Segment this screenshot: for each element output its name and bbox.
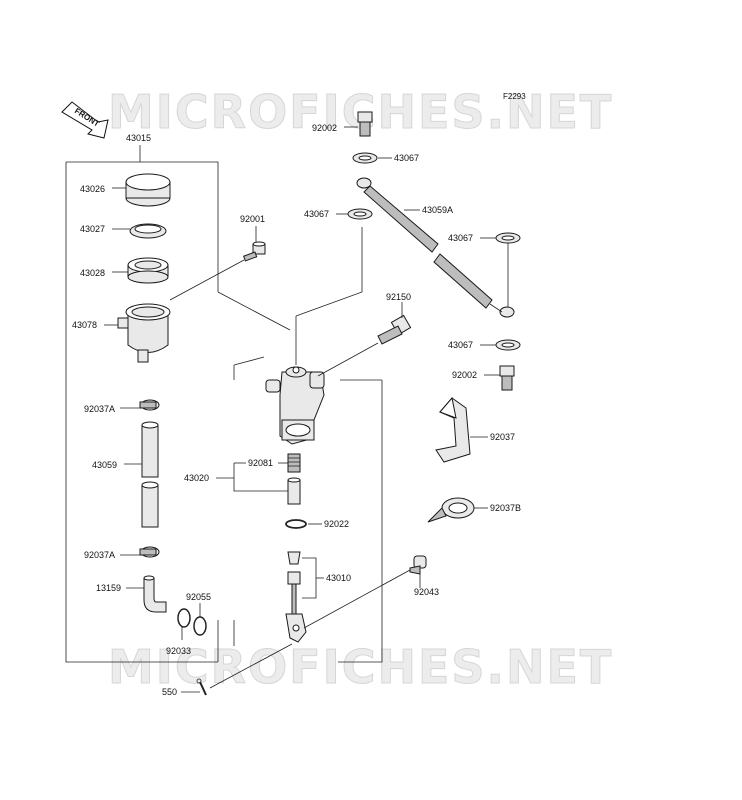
part-92081-spring xyxy=(287,453,301,473)
label-43078: 43078 xyxy=(72,320,97,330)
label-43059a: 43059A xyxy=(422,205,453,215)
watermark-bottom: MICROFICHES.NET xyxy=(108,640,613,694)
label-92002-top: 92002 xyxy=(312,123,337,133)
part-13159-elbow xyxy=(143,575,167,613)
label-92043: 92043 xyxy=(414,587,439,597)
part-92037b-clamp xyxy=(427,497,475,523)
part-92043-pin xyxy=(409,555,427,575)
part-92037-clamp-bracket xyxy=(435,396,471,463)
part-43067-washer-3 xyxy=(495,232,521,244)
part-92002-banjo-bolt-top xyxy=(357,111,373,137)
label-43067-3: 43067 xyxy=(448,233,473,243)
label-92037a-top: 92037A xyxy=(84,404,115,414)
label-92150: 92150 xyxy=(386,292,411,302)
part-92037a-clamp-top xyxy=(139,399,160,411)
label-43059: 43059 xyxy=(92,460,117,470)
part-43059a-brake-hose xyxy=(356,177,515,318)
part-92033-circlip xyxy=(177,608,191,628)
part-550-cotter-pin xyxy=(196,678,207,696)
label-43027: 43027 xyxy=(80,224,105,234)
label-43015: 43015 xyxy=(126,133,151,143)
part-master-cylinder-body xyxy=(265,366,325,445)
label-92001: 92001 xyxy=(240,214,265,224)
label-92037b: 92037B xyxy=(490,503,521,513)
part-92001-bolt xyxy=(243,241,266,262)
label-43028: 43028 xyxy=(80,268,105,278)
label-92037a-bottom: 92037A xyxy=(84,550,115,560)
label-92055: 92055 xyxy=(186,592,211,602)
label-92022: 92022 xyxy=(324,519,349,529)
label-43020: 43020 xyxy=(184,473,209,483)
part-43067-washer-4 xyxy=(495,339,521,351)
label-43067-4: 43067 xyxy=(448,340,473,350)
group-box-43015 xyxy=(65,162,218,663)
part-92150-bolt xyxy=(377,314,412,345)
label-43067-1: 43067 xyxy=(394,153,419,163)
label-43010: 43010 xyxy=(326,573,351,583)
label-92033: 92033 xyxy=(166,646,191,656)
label-43026: 43026 xyxy=(80,184,105,194)
label-92037: 92037 xyxy=(490,432,515,442)
part-92037a-clamp-bottom xyxy=(139,546,160,558)
part-43059-hose xyxy=(141,421,159,528)
part-43067-washer-1 xyxy=(352,152,378,164)
part-43078-reservoir xyxy=(117,303,171,363)
front-arrow-icon: FRONT xyxy=(61,101,109,139)
part-43028-diaphragm xyxy=(127,257,169,284)
label-550: 550 xyxy=(162,687,177,697)
part-43067-washer-2 xyxy=(347,208,373,220)
label-13159: 13159 xyxy=(96,583,121,593)
label-92002-bottom: 92002 xyxy=(452,370,477,380)
label-92081: 92081 xyxy=(248,458,273,468)
label-43067-2: 43067 xyxy=(304,209,329,219)
part-43026-cap xyxy=(125,173,171,207)
part-92002-banjo-bolt-bottom xyxy=(499,365,515,391)
diagram-code: F2293 xyxy=(503,92,526,101)
part-43010-push-rod xyxy=(285,551,307,643)
part-piston xyxy=(287,477,301,505)
part-43027-plate xyxy=(129,223,167,239)
part-92055-o-ring xyxy=(193,616,207,636)
part-92022-circlip xyxy=(285,519,307,529)
